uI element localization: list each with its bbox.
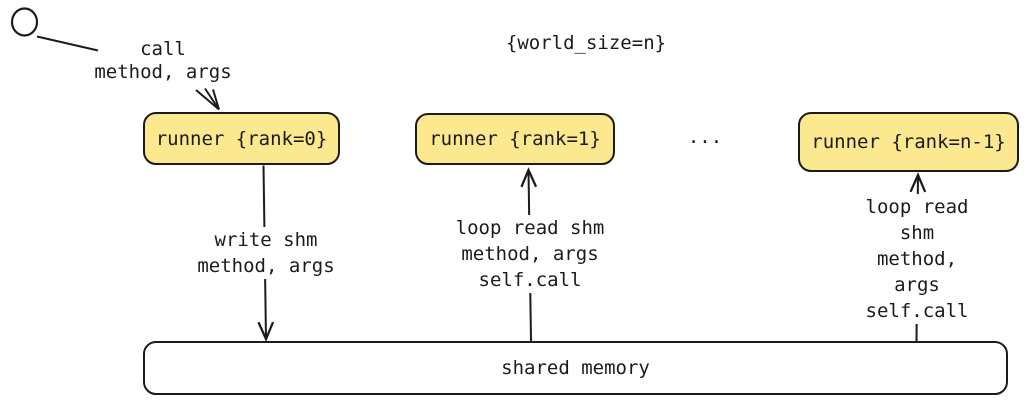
loop-read-label-mid: loop read shm method, args self.call [452, 215, 608, 293]
loop-read-label-right: loop read shm method, args self.call [861, 194, 973, 324]
call-label: call method, args [94, 38, 232, 83]
start-connector-line [36, 35, 99, 52]
shared-memory-box: shared memory [143, 341, 1008, 395]
world-size-label: {world_size=n} [505, 32, 667, 54]
runner-rank-0-box: runner {rank=0} [143, 112, 340, 165]
runner-rank-n-1-box: runner {rank=n-1} [798, 112, 1019, 172]
write-shm-label: write shm method, args [194, 227, 338, 279]
runner-rank-1-label: runner {rank=1} [429, 128, 601, 150]
runner-rank-0-label: runner {rank=0} [155, 127, 328, 150]
ellipsis-label: ... [687, 126, 723, 148]
call-arrow [195, 89, 220, 111]
call-arrow-head-stroke [212, 89, 220, 110]
call-arrow-head-stroke [204, 87, 220, 111]
runner-rank-n-1-label: runner {rank=n-1} [811, 131, 1006, 153]
shared-memory-label: shared memory [501, 357, 650, 379]
start-node-circle [10, 7, 39, 37]
runner-rank-1-box: runner {rank=1} [415, 113, 615, 165]
